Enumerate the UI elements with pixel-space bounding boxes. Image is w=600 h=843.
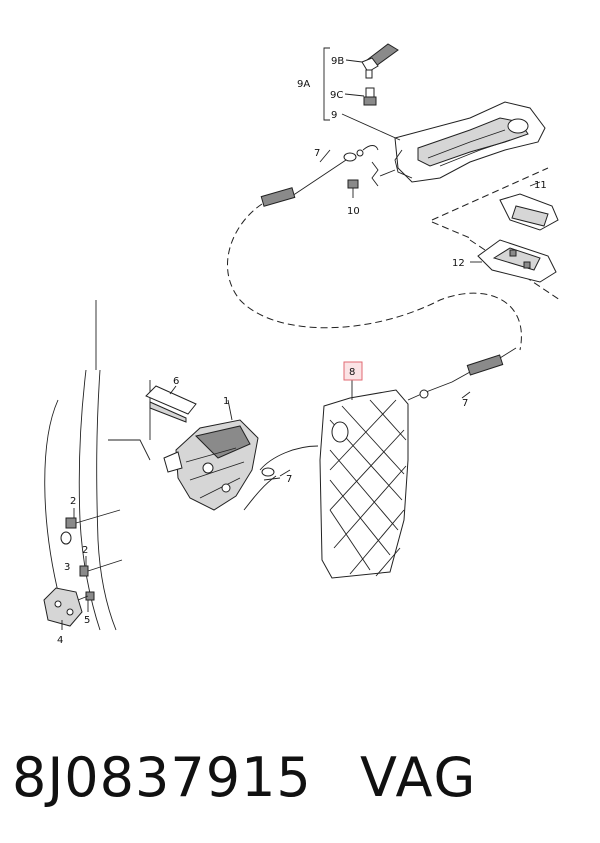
callout-4: 4 (57, 635, 63, 646)
part-5-screw (77, 591, 95, 601)
part-9-interior-door-handle (394, 101, 546, 183)
callout-8: 8 (349, 367, 355, 378)
part-3-washer (60, 531, 72, 545)
callout-9a: 9A (297, 79, 310, 90)
bracket-9a (323, 47, 330, 121)
cable-route-dashed (226, 203, 522, 351)
diagram-canvas: 9B 9A 9C 9 7 10 11 12 8 7 6 1 7 2 3 2 5 … (43, 43, 561, 646)
callout-5: 5 (84, 615, 90, 626)
callout-8-highlight-box (343, 361, 363, 381)
part-10-screw (347, 179, 359, 198)
part-7-cable-upper (260, 145, 379, 207)
part-2-bolt-lower (79, 559, 123, 577)
part-1-door-lock (163, 399, 259, 511)
callout-1: 1 (223, 396, 229, 407)
handle-clip (371, 161, 379, 187)
door-frame-outline (44, 300, 151, 631)
part-9c-lever-pin (363, 87, 377, 106)
callout-7-lock: 7 (286, 474, 292, 485)
callout-2-upper: 2 (70, 496, 76, 507)
callout-3: 3 (64, 562, 70, 573)
part-number: 8J0837915 (12, 746, 312, 809)
brand-name: VAG (360, 746, 478, 809)
callout-7-top: 7 (314, 148, 320, 159)
callout-12: 12 (452, 258, 465, 269)
part-6-lock-cover (145, 385, 197, 423)
callout-7-right: 7 (462, 398, 468, 409)
callout-11: 11 (534, 180, 547, 191)
callout-6: 6 (173, 376, 179, 387)
footer: 8J0837915 VAG (0, 742, 600, 814)
separator-upper (431, 167, 549, 221)
callout-10: 10 (347, 206, 360, 217)
callout-9c: 9C (330, 90, 343, 101)
part-4-striker-plate (43, 587, 83, 627)
part-9b-handle-insert (361, 43, 399, 79)
part-7-cable-right (407, 347, 517, 401)
exploded-parts-diagram: 9B 9A 9C 9 7 10 11 12 8 7 6 1 7 2 3 2 5 … (43, 43, 561, 646)
callout-9: 9 (331, 110, 337, 121)
callout-9b: 9B (331, 56, 344, 67)
part-12-switch-module (470, 239, 557, 283)
callout-2-lower: 2 (82, 545, 88, 556)
part-7-cable-to-lock (243, 445, 319, 511)
part-2-bolt-upper (65, 509, 121, 529)
part-8-handle-carrier (319, 380, 409, 579)
part-11-cover-cap (499, 181, 559, 231)
